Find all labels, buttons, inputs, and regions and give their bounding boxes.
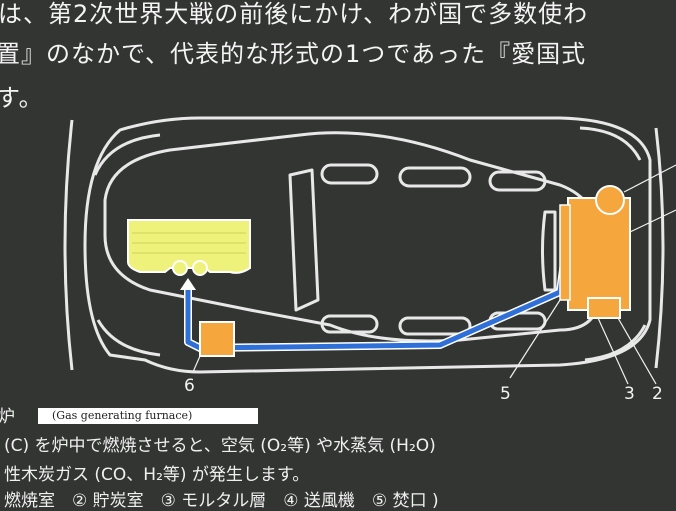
front-fender-bottom: [96, 319, 161, 357]
window-bottom-1: [320, 314, 379, 334]
label-2: 2: [652, 384, 663, 404]
window-top-1: [320, 163, 379, 185]
component-6-box: [199, 321, 235, 357]
leader-line-6: [192, 355, 201, 373]
rear-seat: [541, 210, 557, 292]
car-body-outline: [83, 116, 652, 374]
engine-block: [127, 219, 251, 274]
legend-title: 炉: [0, 407, 15, 427]
engine-wheel-1: [172, 260, 188, 276]
leader-line-mid: [629, 209, 676, 233]
leader-line-5: [509, 299, 561, 379]
gas-generator-top: [595, 185, 625, 215]
body-text-line-1: (C) を炉中で燃焼させると、空気 (O₂等) や水蒸気 (H₂O): [4, 436, 436, 456]
header-text-line-3: す。: [0, 84, 44, 112]
legend-english-label: (Gas generating furnace): [38, 408, 258, 424]
window-top-3: [488, 170, 547, 192]
arrow-up-icon: [180, 278, 196, 290]
body-text-line-2: 性木炭ガス (CO、H₂等) が発生します。: [4, 465, 310, 485]
body-text-line-3: 燃焼室 ② 貯炭室 ③ モルタル層 ④ 送風機 ⑤ 焚口 ): [4, 491, 439, 511]
header-text-line-1: は、第2次世界大戦の前後にかけ、わが国で多数使わ: [0, 0, 589, 28]
windshield: [288, 168, 320, 312]
engine-wheel-2: [192, 260, 208, 276]
gas-generator-door: [559, 204, 571, 301]
window-bottom-2: [398, 316, 472, 336]
rear-fender-top: [579, 126, 642, 161]
header-text-line-2: 置』のなかで、代表的な形式の1つであった『愛国式: [0, 40, 587, 68]
gas-generator-body: [567, 197, 631, 311]
rear-fender-bottom: [584, 324, 647, 362]
front-bumper: [63, 119, 74, 371]
window-top-2: [398, 166, 472, 188]
gas-generator-base: [587, 297, 621, 319]
leader-line-3: [597, 317, 629, 385]
rear-bumper: [654, 127, 665, 369]
label-6: 6: [184, 376, 195, 396]
label-3: 3: [624, 384, 635, 404]
leader-line-top: [623, 164, 676, 193]
front-fender-top: [93, 133, 161, 176]
leader-line-2: [617, 317, 657, 385]
label-5: 5: [500, 384, 511, 404]
